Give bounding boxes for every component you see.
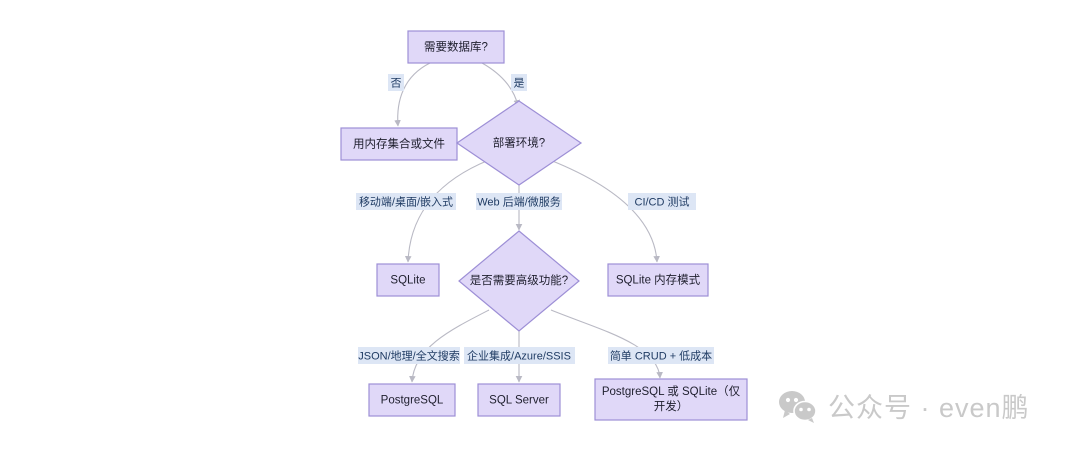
edge-label-text: 移动端/桌面/嵌入式 — [359, 195, 453, 208]
node-postgresql[interactable]: PostgreSQL — [368, 383, 456, 417]
edge-label-bg — [358, 347, 460, 364]
edge-label-simple-crud-lowcost: 简单 CRUD + 低成本 — [608, 347, 714, 364]
edge-label-text: 简单 CRUD + 低成本 — [610, 348, 712, 362]
node-shape-rect — [477, 383, 561, 417]
node-label: SQL Server — [489, 395, 549, 407]
edge-label-bg — [511, 74, 527, 91]
node-label: PostgreSQL — [381, 395, 444, 407]
nodes-layer: 需要数据库? 用内存集合或文件 部署环境? SQLite 是否需要高级功能? S… — [340, 30, 748, 421]
edge-label-bg — [608, 347, 714, 364]
node-shape-rect — [607, 263, 709, 297]
edge-label-bg — [356, 193, 456, 210]
node-sqlite-in-memory-mode[interactable]: SQLite 内存模式 — [607, 263, 709, 297]
edge-label-web-backend-microservice: Web 后端/微服务 — [476, 193, 562, 210]
edge-label-bg — [476, 193, 562, 210]
edge-label-bg — [464, 347, 575, 364]
node-deployment-environment[interactable]: 部署环境? — [455, 100, 583, 186]
edge-label-yes: 是 — [511, 74, 527, 91]
node-label: 是否需要高级功能? — [470, 273, 568, 287]
node-need-advanced-features[interactable]: 是否需要高级功能? — [458, 230, 580, 332]
node-label-wrapper: PostgreSQL 或 SQLite（仅开发） — [601, 386, 741, 413]
node-label: 需要数据库? — [424, 40, 488, 54]
edge-label-no: 否 — [388, 74, 404, 91]
node-label: SQLite — [390, 275, 425, 287]
edge-label-enterprise-azure-ssis: 企业集成/Azure/SSIS — [464, 347, 575, 364]
watermark: 公众号 · even鹏 — [778, 386, 1030, 425]
node-label: SQLite 内存模式 — [616, 273, 701, 287]
edge-label-cicd-test: CI/CD 测试 — [628, 193, 696, 210]
edge-n5-n7 — [409, 309, 490, 383]
node-postgresql-or-sqlite-dev-only[interactable]: PostgreSQL 或 SQLite（仅开发） — [594, 378, 748, 421]
edge-label-bg — [628, 193, 696, 210]
wechat-icon — [779, 390, 817, 423]
edge-label-json-geo-fulltext: JSON/地理/全文搜索 — [358, 347, 460, 364]
node-shape-diamond — [455, 100, 583, 186]
node-shape-rect — [368, 383, 456, 417]
node-label: 部署环境? — [493, 136, 545, 150]
node-sql-server[interactable]: SQL Server — [477, 383, 561, 417]
edge-label-text: 企业集成/Azure/SSIS — [467, 348, 571, 362]
edge-label-text: 否 — [391, 77, 402, 89]
edge-label-text: 是 — [514, 76, 525, 89]
node-in-memory-collection-or-file[interactable]: 用内存集合或文件 — [340, 127, 458, 161]
node-shape-rect — [594, 378, 748, 421]
edge-label-bg — [388, 74, 404, 91]
edge-n3-n4 — [404, 159, 490, 263]
node-shape-rect — [340, 127, 458, 161]
edge-label-text: Web 后端/微服务 — [477, 194, 561, 208]
node-shape-diamond — [458, 230, 580, 332]
node-label: PostgreSQL 或 SQLite（仅开发） — [601, 386, 741, 413]
edge-n3-n6 — [549, 159, 660, 263]
node-label: 用内存集合或文件 — [353, 137, 445, 151]
node-shape-rect — [376, 263, 440, 297]
edge-n5-n9 — [550, 309, 663, 379]
edge-label-text: CI/CD 测试 — [635, 195, 690, 208]
node-sqlite[interactable]: SQLite — [376, 263, 440, 297]
edge-label-text: JSON/地理/全文搜索 — [358, 348, 459, 362]
edge-labels-layer: 否 是 移动端/桌面/嵌入式 Web 后端/微服务 CI/CD 测试 JSON/… — [356, 74, 714, 364]
node-shape-rect — [407, 30, 505, 64]
node-need-database[interactable]: 需要数据库? — [407, 30, 505, 64]
watermark-text: 公众号 · even鹏 — [828, 393, 1030, 423]
edge-n1-n2 — [394, 62, 431, 127]
edge-label-mobile-desktop-embedded: 移动端/桌面/嵌入式 — [356, 193, 456, 210]
